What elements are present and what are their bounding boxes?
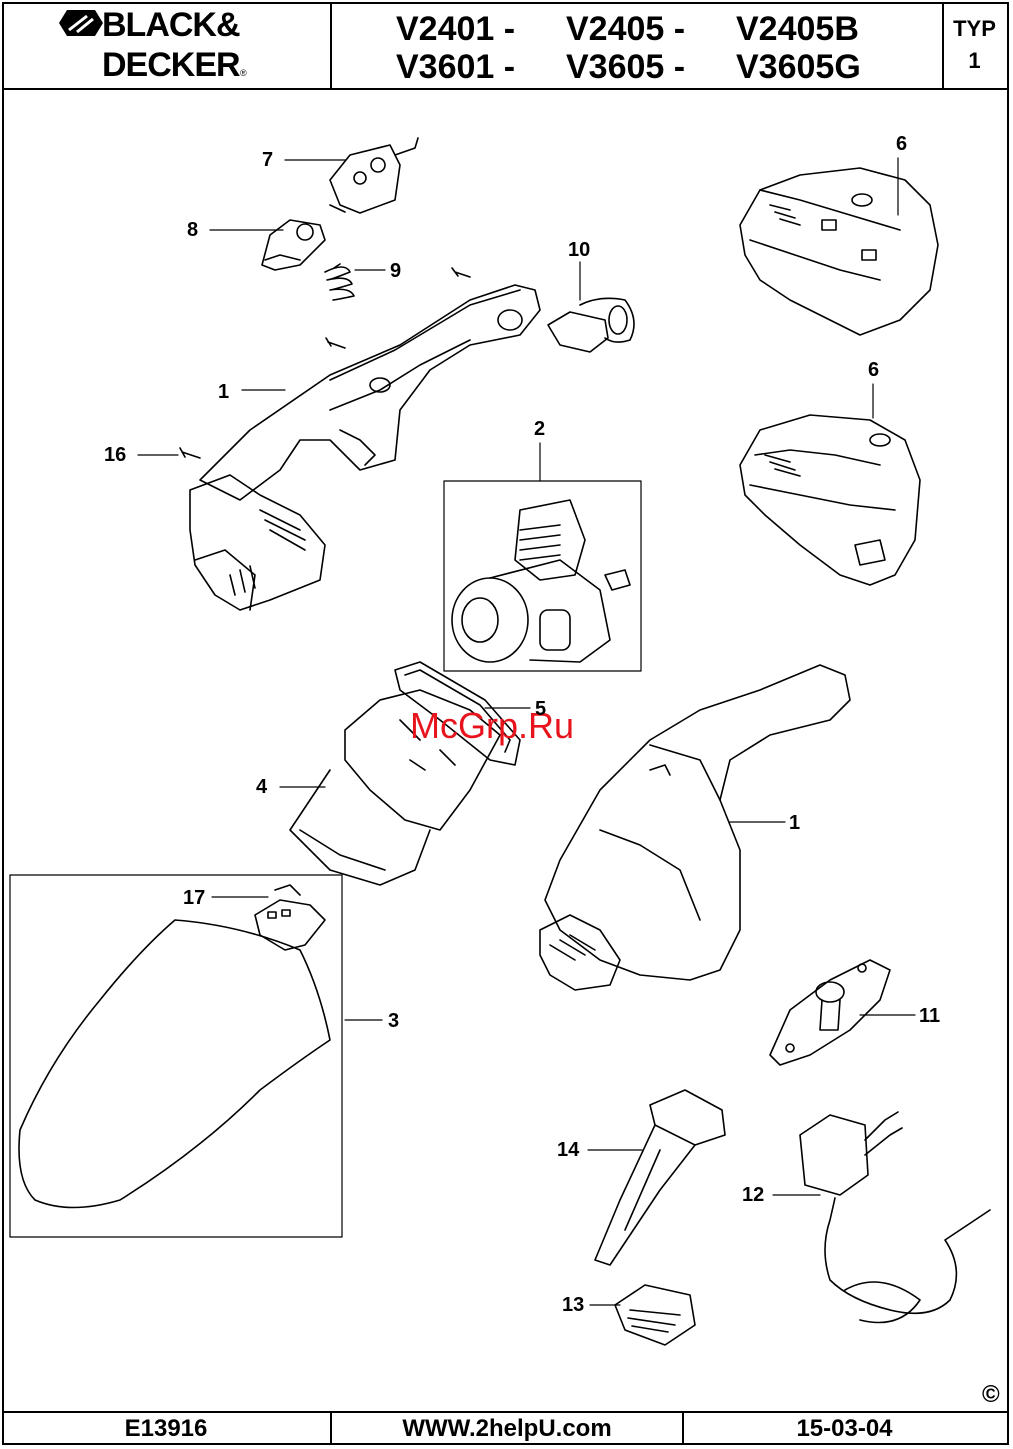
callout-11: 11 xyxy=(919,1006,940,1026)
callout-5: 5 xyxy=(535,699,546,719)
footer-website: WWW.2helpU.com xyxy=(332,1413,684,1445)
part-2-motor-assembly xyxy=(452,500,630,662)
part-12-charger xyxy=(800,1112,990,1323)
callout-17: 17 xyxy=(183,888,205,908)
part-9-spring xyxy=(325,264,354,300)
callout-4: 4 xyxy=(256,777,267,797)
part-7-switch-button xyxy=(330,138,418,213)
callout-13: 13 xyxy=(562,1295,584,1315)
callout-6-lower: 6 xyxy=(868,360,879,380)
callout-1-bottom: 1 xyxy=(789,813,800,833)
part-1-housing-half xyxy=(190,285,540,610)
part-13-brush xyxy=(615,1285,695,1345)
footer: E13916 WWW.2helpU.com 15-03-04 xyxy=(2,1411,1009,1445)
part-6-bowl-lower xyxy=(740,415,920,585)
part-17-bag-clip xyxy=(255,885,325,950)
callout-2: 2 xyxy=(534,419,545,439)
part-11-wall-bracket xyxy=(770,960,890,1065)
callout-3: 3 xyxy=(388,1011,399,1031)
callout-8: 8 xyxy=(187,220,198,240)
callout-1-top: 1 xyxy=(218,382,229,402)
callout-9: 9 xyxy=(390,261,401,281)
part-8-switch-slider xyxy=(262,220,325,270)
callout-14: 14 xyxy=(557,1140,579,1160)
copyright-symbol: © xyxy=(982,1381,1000,1409)
callout-7: 7 xyxy=(262,150,273,170)
part-3-dust-bag xyxy=(19,920,330,1208)
footer-doc-code: E13916 xyxy=(2,1413,332,1445)
footer-date: 15-03-04 xyxy=(684,1413,1005,1445)
watermark: McGrp.Ru xyxy=(410,705,574,747)
part-10-clip xyxy=(548,298,634,352)
callout-6-upper: 6 xyxy=(896,134,907,154)
motor-inset-box xyxy=(444,481,641,671)
part-14-crevice-tool xyxy=(595,1090,725,1265)
part-6-bowl-upper xyxy=(740,168,938,335)
callout-12: 12 xyxy=(742,1185,764,1205)
callout-16: 16 xyxy=(104,445,126,465)
callout-10: 10 xyxy=(568,240,590,260)
screws xyxy=(180,268,470,458)
part-1-vacuum-body xyxy=(540,665,850,990)
